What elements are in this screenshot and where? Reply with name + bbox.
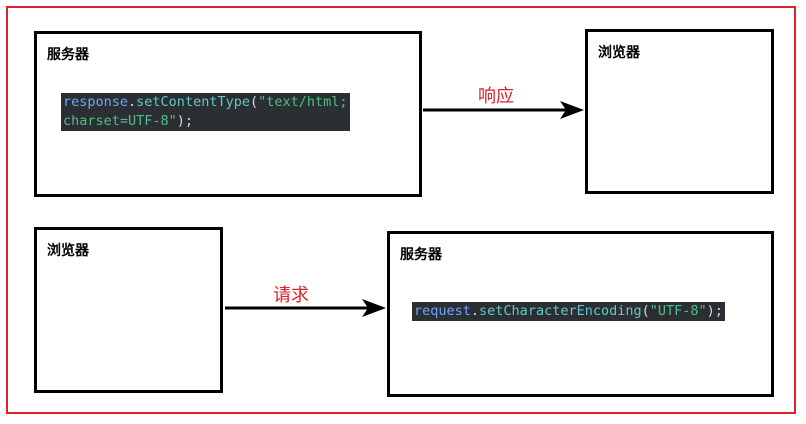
- bottom-browser-label: 浏览器: [47, 243, 89, 259]
- top-browser-label: 浏览器: [598, 45, 640, 61]
- top-code-block: response.setContentType("text/html; char…: [61, 93, 350, 131]
- top-server-label: 服务器: [47, 47, 89, 63]
- code-end: );: [176, 113, 194, 129]
- request-label: 请求: [273, 285, 309, 306]
- code-paren: (: [641, 303, 650, 319]
- code-object: request: [414, 303, 471, 319]
- code-method: setCharacterEncoding: [479, 303, 642, 319]
- response-label: 响应: [478, 86, 514, 107]
- code-paren: (: [249, 94, 259, 110]
- outer-frame: [6, 6, 796, 414]
- top-browser-box: 浏览器: [585, 29, 774, 194]
- code-string: "text/html;: [258, 94, 348, 110]
- request-arrow: [225, 299, 386, 317]
- code-end: );: [706, 303, 723, 319]
- response-arrow: [423, 101, 584, 119]
- bottom-code-block: request.setCharacterEncoding("UTF-8");: [412, 302, 725, 321]
- bottom-browser-box: 浏览器: [34, 227, 223, 393]
- code-dot: .: [128, 94, 137, 110]
- bottom-server-label: 服务器: [400, 247, 442, 263]
- code-string-cont: charset=UTF-8": [63, 113, 177, 129]
- code-method: setContentType: [136, 94, 250, 110]
- code-object: response: [63, 94, 129, 110]
- code-string: "UTF-8": [649, 303, 707, 319]
- code-dot: .: [470, 303, 480, 319]
